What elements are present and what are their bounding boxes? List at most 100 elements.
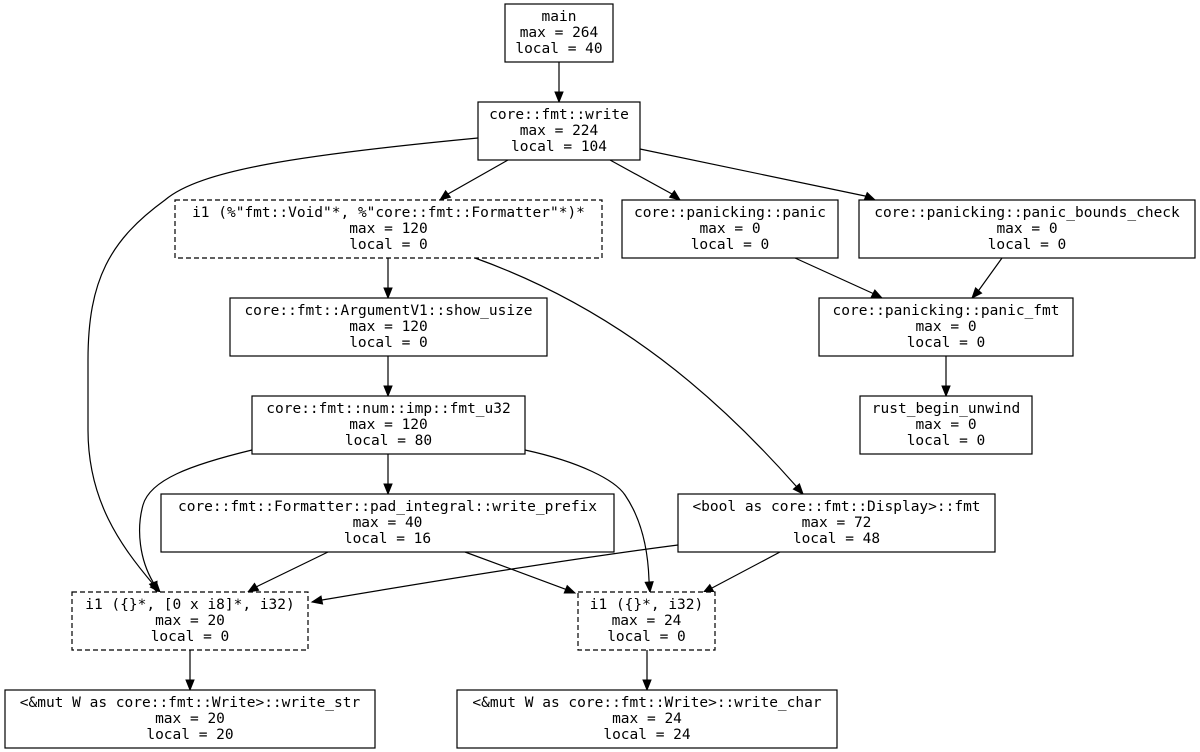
arrowhead: [383, 385, 393, 398]
node-function-name: i1 ({}*, [0 x i8]*, i32): [85, 597, 295, 613]
edge-write_prefix-to-fn_ptr_char: [464, 551, 577, 594]
node-box: [456, 689, 838, 749]
arrowhead: [438, 189, 452, 201]
node-box: [251, 395, 526, 455]
edge-line: [702, 551, 781, 594]
node-function-name: core::panicking::panic_bounds_check: [874, 205, 1180, 221]
node-local-value: local = 0: [349, 335, 428, 351]
node-local-value: local = 0: [349, 237, 428, 253]
arrowhead: [792, 482, 804, 496]
node-function-name: core::panicking::panic: [634, 205, 826, 221]
arrowhead: [554, 91, 564, 104]
arrowhead: [971, 286, 983, 300]
node-local-value: local = 0: [907, 433, 986, 449]
edge-panic_fmt-to-rust_begin_unwind: [941, 356, 951, 398]
node-local-value: local = 0: [607, 629, 686, 645]
edge-line: [439, 159, 509, 201]
node-max-value: max = 72: [802, 515, 872, 531]
edge-line: [474, 257, 804, 495]
node-max-value: max = 24: [612, 613, 682, 629]
node-box: [859, 395, 1033, 455]
node-function-name: <bool as core::fmt::Display>::fmt: [692, 499, 980, 515]
node-max-value: max = 264: [520, 25, 599, 41]
node-local-value: local = 0: [691, 237, 770, 253]
edge-fn_ptr_void-to-show_usize: [383, 258, 393, 300]
node-function-name: core::fmt::num::imp::fmt_u32: [266, 401, 510, 417]
node-local-value: local = 80: [345, 433, 432, 449]
arrowhead: [668, 189, 682, 201]
edge-fmt_u32-to-fn_ptr_char: [524, 449, 654, 594]
node-max-value: max = 224: [520, 123, 599, 139]
node-box: [677, 493, 996, 553]
edge-line: [609, 159, 681, 201]
node-max-value: max = 40: [353, 515, 423, 531]
arrowhead: [246, 582, 260, 593]
arrowhead: [644, 581, 654, 594]
arrowhead: [148, 580, 158, 594]
edge-write_prefix-to-fn_ptr_str: [246, 551, 329, 593]
node-write_prefix: core::fmt::Formatter::pad_integral::writ…: [160, 493, 615, 553]
edge-panic-to-panic_fmt: [794, 257, 884, 299]
edge-fmt_write-to-fn_ptr_void: [438, 159, 509, 201]
edge-fn_ptr_void-to-bool_fmt: [474, 257, 804, 496]
node-max-value: max = 0: [915, 319, 976, 335]
node-box: [4, 689, 376, 749]
node-function-name: <&mut W as core::fmt::Write>::write_str: [20, 695, 361, 711]
node-box: [160, 493, 615, 553]
edge-fmt_write-to-panic: [609, 159, 682, 201]
node-box: [174, 199, 603, 259]
edges-layer: [87, 62, 1003, 692]
node-local-value: local = 40: [515, 41, 602, 57]
node-box: [229, 297, 548, 357]
edge-panic_bounds_check-to-panic_fmt: [971, 257, 1003, 300]
node-max-value: max = 20: [155, 711, 225, 727]
arrowhead: [310, 595, 324, 605]
node-max-value: max = 0: [699, 221, 760, 237]
edge-fn_ptr_char-to-write_char: [642, 650, 652, 692]
edge-fmt_u32-to-write_prefix: [383, 454, 393, 496]
edge-fmt_u32-to-fn_ptr_str: [139, 449, 253, 594]
node-box: [818, 297, 1074, 357]
node-function-name: main: [542, 9, 577, 25]
edge-fn_ptr_str-to-write_str: [185, 650, 195, 692]
node-max-value: max = 24: [612, 711, 682, 727]
edge-line: [311, 544, 679, 603]
node-fn_ptr_void: i1 (%"fmt::Void"*, %"core::fmt::Formatte…: [174, 199, 603, 259]
edge-line: [87, 137, 479, 593]
arrowhead: [383, 483, 393, 496]
node-box: [577, 591, 716, 651]
node-max-value: max = 20: [155, 613, 225, 629]
node-local-value: local = 24: [603, 727, 691, 743]
arrowhead: [563, 584, 577, 594]
node-write_str: <&mut W as core::fmt::Write>::write_strm…: [4, 689, 376, 749]
edge-bool_fmt-to-fn_ptr_char: [701, 551, 781, 594]
node-max-value: max = 0: [915, 417, 976, 433]
node-local-value: local = 104: [511, 139, 607, 155]
node-local-value: local = 0: [988, 237, 1067, 253]
node-function-name: <&mut W as core::fmt::Write>::write_char: [472, 695, 821, 711]
edge-fmt_write-to-panic_bounds_check: [639, 148, 877, 201]
node-function-name: core::fmt::Formatter::pad_integral::writ…: [178, 499, 597, 515]
node-max-value: max = 120: [349, 319, 428, 335]
node-local-value: local = 0: [151, 629, 230, 645]
node-max-value: max = 0: [996, 221, 1057, 237]
arrowhead: [941, 385, 951, 398]
node-box: [504, 3, 614, 63]
node-max-value: max = 120: [349, 417, 428, 433]
node-function-name: rust_begin_unwind: [872, 401, 1020, 417]
node-box: [477, 101, 641, 161]
node-max-value: max = 120: [349, 221, 428, 237]
